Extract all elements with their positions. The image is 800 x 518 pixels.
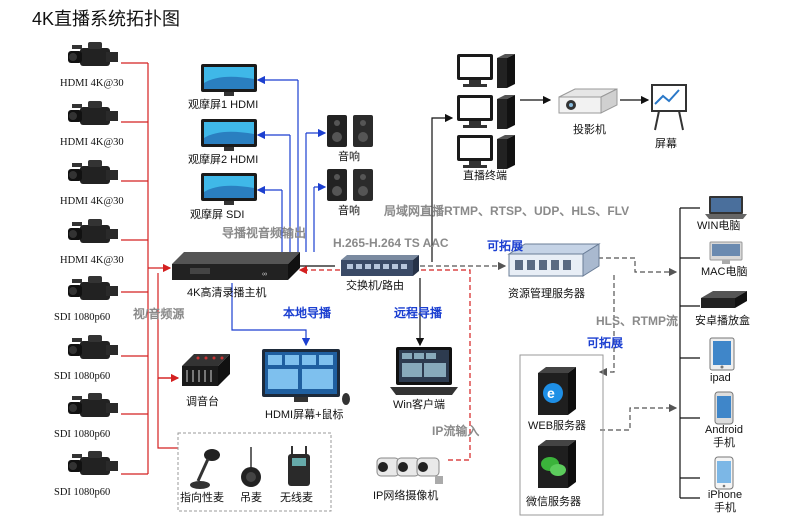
camcorder-icon: [68, 42, 118, 66]
wireless-mic-icon: [288, 446, 310, 486]
av-output-note: 导播视音频输出: [222, 226, 307, 240]
monitor-1-icon: [201, 64, 257, 96]
speaker-1-label: 音响: [338, 151, 360, 163]
live-terminal-label: 直播终端: [463, 170, 507, 182]
camera-label: HDMI 4K@30: [60, 255, 124, 266]
wechat-server-icon: [538, 440, 576, 488]
ipad-icon: [709, 337, 735, 371]
client-label-mac-pc: MAC电脑: [701, 266, 748, 278]
ip-input-note: IP流输入: [432, 424, 480, 438]
client-label-ipad: ipad: [710, 372, 731, 384]
hdmi-display-icon: [262, 349, 350, 405]
recording-host-icon: ∞: [172, 252, 300, 280]
mic-group-box: [177, 432, 332, 512]
network-lines: [300, 95, 700, 499]
camcorder-icon: [68, 219, 118, 243]
camcorder-icon: [68, 335, 118, 359]
monitor-1-label: 观摩屏1 HDMI: [188, 99, 259, 111]
monitor-2-label: 观摩屏2 HDMI: [188, 154, 259, 166]
live-terminal-pc-icon: [457, 135, 515, 169]
camera-label: SDI 1080p60: [54, 371, 111, 382]
expand-note-1: 可拓展: [487, 239, 524, 253]
hanging-mic-icon: [241, 447, 261, 487]
codec-note: H.265-H.264 TS AAC: [333, 236, 449, 250]
iphone-icon: [714, 456, 734, 490]
android-box-icon: [701, 291, 747, 308]
camera-label: SDI 1080p60: [54, 487, 111, 498]
client-label-iphone: iPhone 手机: [707, 489, 743, 514]
web-server-label: WEB服务器: [528, 420, 587, 432]
resource-server-label: 资源管理服务器: [508, 288, 585, 300]
stream-dashed-lines: [420, 257, 678, 431]
local-direct-note: 本地导播: [283, 306, 332, 320]
camera-label: SDI 1080p60: [54, 429, 111, 440]
svg-text:∞: ∞: [262, 271, 267, 278]
expand-note-2: 可拓展: [587, 336, 624, 350]
win-client-label: Win客户端: [393, 399, 445, 411]
camcorder-icon: [68, 160, 118, 184]
client-label-android-box: 安卓播放盒: [695, 315, 750, 327]
monitor-3-icon: [201, 173, 257, 205]
speaker-2-label: 音响: [338, 205, 360, 217]
resource-server-icon: [507, 243, 601, 277]
camera-label: HDMI 4K@30: [60, 78, 124, 89]
android-phone-icon: [714, 391, 734, 425]
mac-pc-icon: [709, 241, 743, 264]
win-client-laptop-icon: [390, 347, 458, 395]
camcorder-icon: [68, 101, 118, 125]
server-group-box: [519, 354, 604, 516]
monitor-3-label: 观摩屏 SDI: [190, 209, 245, 221]
camera-label: SDI 1080p60: [54, 312, 111, 323]
speaker-2-icon: [327, 169, 373, 201]
mixer-icon: [182, 354, 230, 386]
camera-label: HDMI 4K@30: [60, 137, 124, 148]
av-output-lines: [231, 75, 327, 347]
hdmi-display-label: HDMI屏幕+鼠标: [265, 409, 344, 421]
mixer-label: 调音台: [186, 396, 219, 408]
mic-label-wireless: 无线麦: [280, 492, 313, 504]
remote-direct-note: 远程导播: [394, 306, 443, 320]
speaker-1-icon: [327, 115, 373, 147]
lan-protocols-note: 局域网直播RTMP、RTSP、UDP、HLS、FLV: [384, 204, 630, 218]
directional-mic-icon: [190, 449, 220, 489]
camera-bus-lines: [121, 62, 180, 475]
host-label: 4K高清录播主机: [187, 287, 267, 299]
switch-icon: [341, 255, 419, 276]
av-source-note: 视/音频源: [133, 307, 185, 321]
web-server-icon: e: [538, 367, 576, 415]
client-label-android-phone: Android 手机: [705, 424, 743, 449]
svg-text:e: e: [547, 385, 555, 401]
live-terminal-pc-icon: [457, 54, 515, 88]
projection-screen-icon: [651, 84, 687, 131]
ip-camera-label: IP网络摄像机: [373, 490, 439, 502]
camera-label: HDMI 4K@30: [60, 196, 124, 207]
mic-label-directional: 指向性麦: [180, 492, 224, 504]
ip-camera-icon: [376, 457, 443, 484]
projector-label: 投影机: [573, 124, 606, 136]
hls-note: HLS、RTMP流: [596, 314, 678, 328]
wechat-server-label: 微信服务器: [526, 496, 581, 508]
live-terminal-pc-icon: [457, 95, 515, 129]
mic-label-hanging: 吊麦: [240, 492, 262, 504]
ip-input-dashed-line: [298, 265, 471, 461]
camcorder-icon: [68, 393, 118, 417]
win-pc-icon: [705, 196, 747, 219]
camcorder-icon: [68, 451, 118, 475]
client-label-win-pc: WIN电脑: [697, 220, 741, 232]
projector-icon: [558, 88, 618, 114]
screen-label: 屏幕: [655, 138, 677, 150]
page-title: 4K直播系统拓扑图: [32, 9, 181, 29]
switch-label: 交换机/路由: [346, 280, 405, 292]
monitor-2-icon: [201, 119, 257, 151]
camcorder-icon: [68, 276, 118, 300]
